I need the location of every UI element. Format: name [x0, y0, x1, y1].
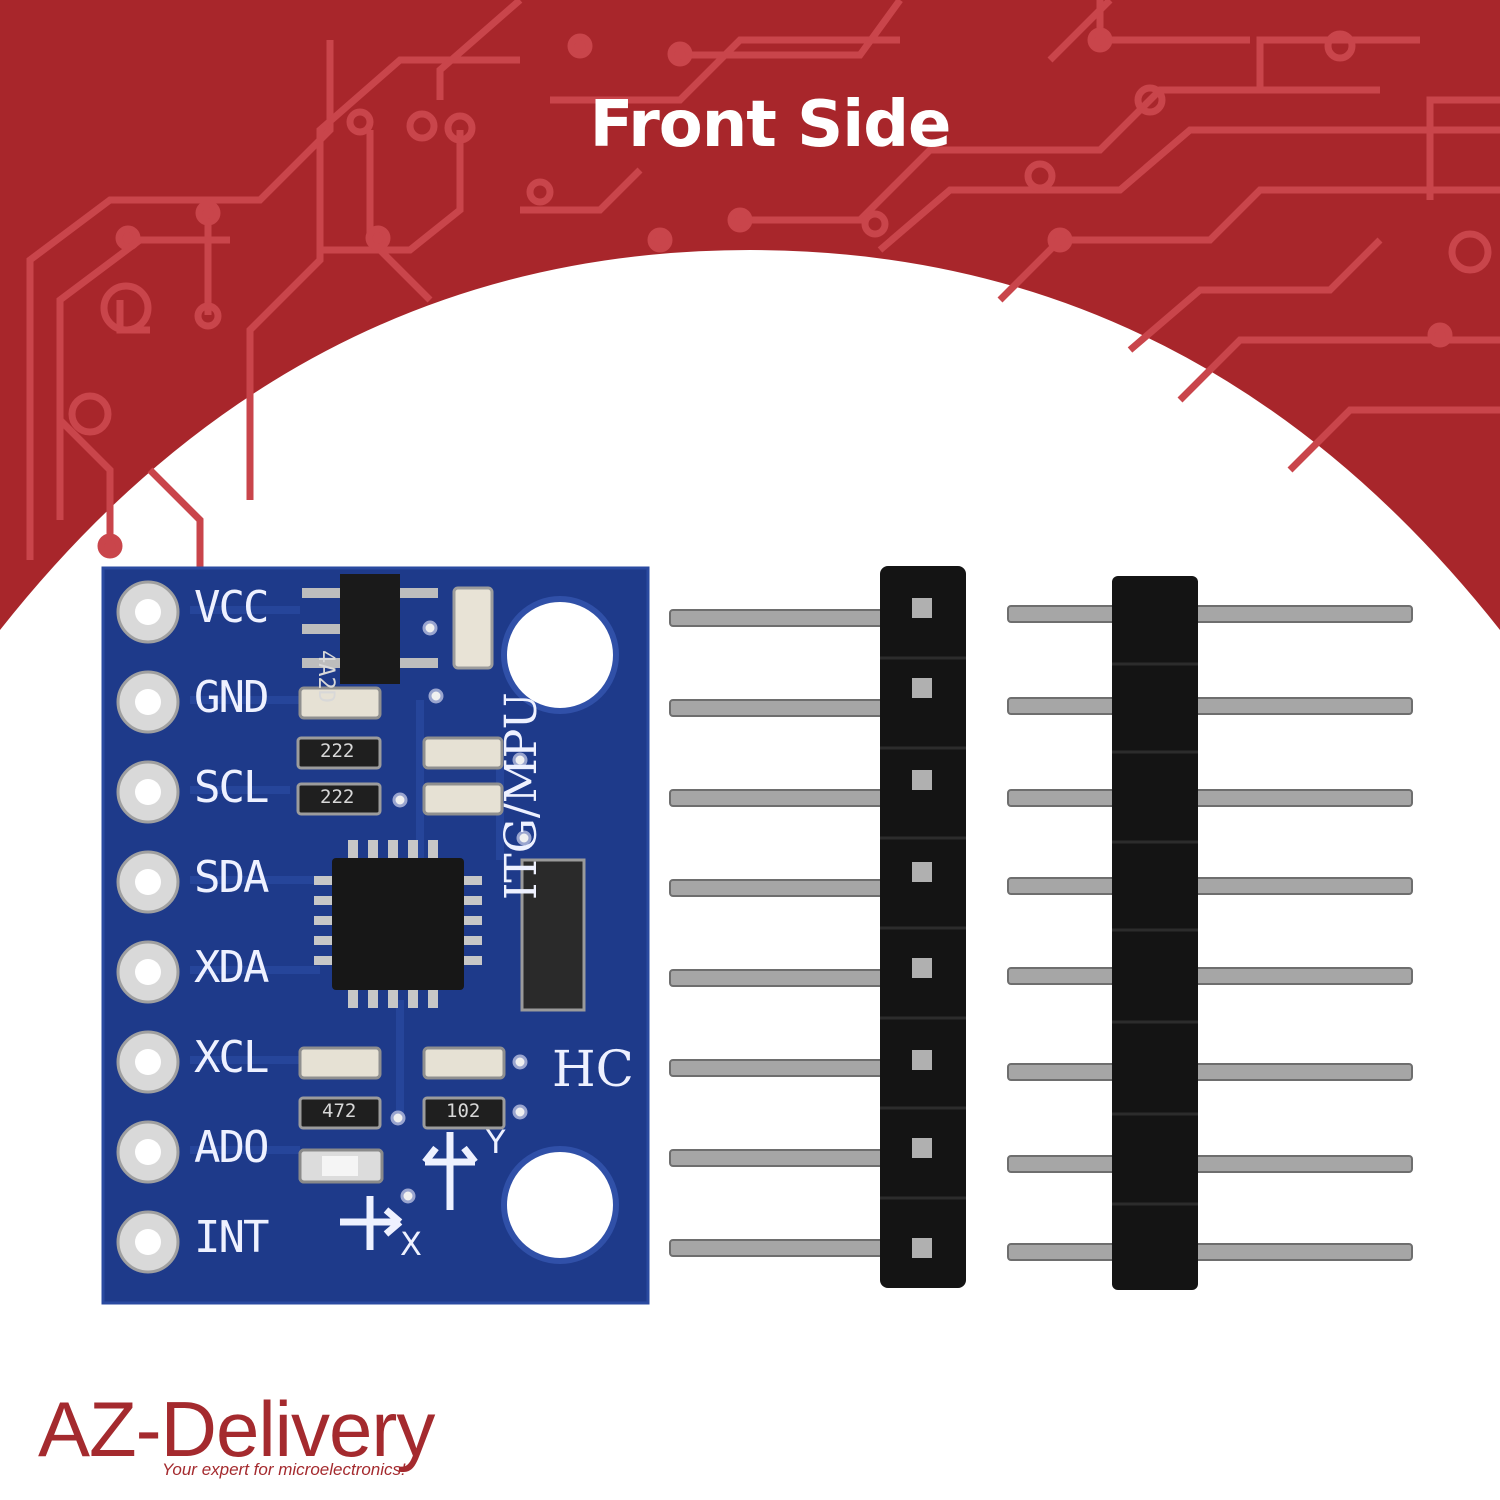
- pin-label-scl: SCL: [194, 762, 269, 813]
- pin-label-xda: XDA: [194, 942, 269, 993]
- silkscreen-maker: HC: [552, 1040, 634, 1098]
- brand-logo: AZ-Delivery Your expert for microelectro…: [38, 1385, 435, 1479]
- red-banner: [0, 0, 1500, 630]
- pin-header-strip-icon: [669, 566, 966, 1288]
- axis-y-label: Y: [486, 1123, 506, 1161]
- brand-name: AZ-Delivery: [38, 1385, 435, 1473]
- pin-header-strip-icon: [1007, 576, 1413, 1290]
- page-title: Front Side: [589, 88, 952, 162]
- circuit-nodes: [68, 27, 1492, 559]
- pin-label-vcc: VCC: [194, 582, 269, 633]
- pin-label-sda: SDA: [194, 852, 269, 903]
- resistor-marking-4: 102: [446, 1100, 481, 1122]
- pin-label-xcl: XCL: [194, 1032, 269, 1083]
- pin-label-int: INT: [194, 1212, 269, 1263]
- resistor-marking-2: 222: [320, 786, 355, 808]
- circuit-pattern-icon: [26, 0, 1500, 580]
- silkscreen-model: ITG/MPU: [496, 692, 547, 900]
- pin-label-ado: ADO: [194, 1122, 269, 1173]
- resistor-marking-3: 472: [322, 1100, 357, 1122]
- resistor-marking-1: 222: [320, 740, 355, 762]
- regulator-marking: 4A2D: [313, 650, 338, 703]
- pin-label-gnd: GND: [194, 672, 269, 723]
- axis-x-label: X: [400, 1225, 422, 1263]
- pcb-module-icon: [101, 566, 650, 1305]
- brand-tagline: Your expert for microelectronics!: [162, 1460, 406, 1479]
